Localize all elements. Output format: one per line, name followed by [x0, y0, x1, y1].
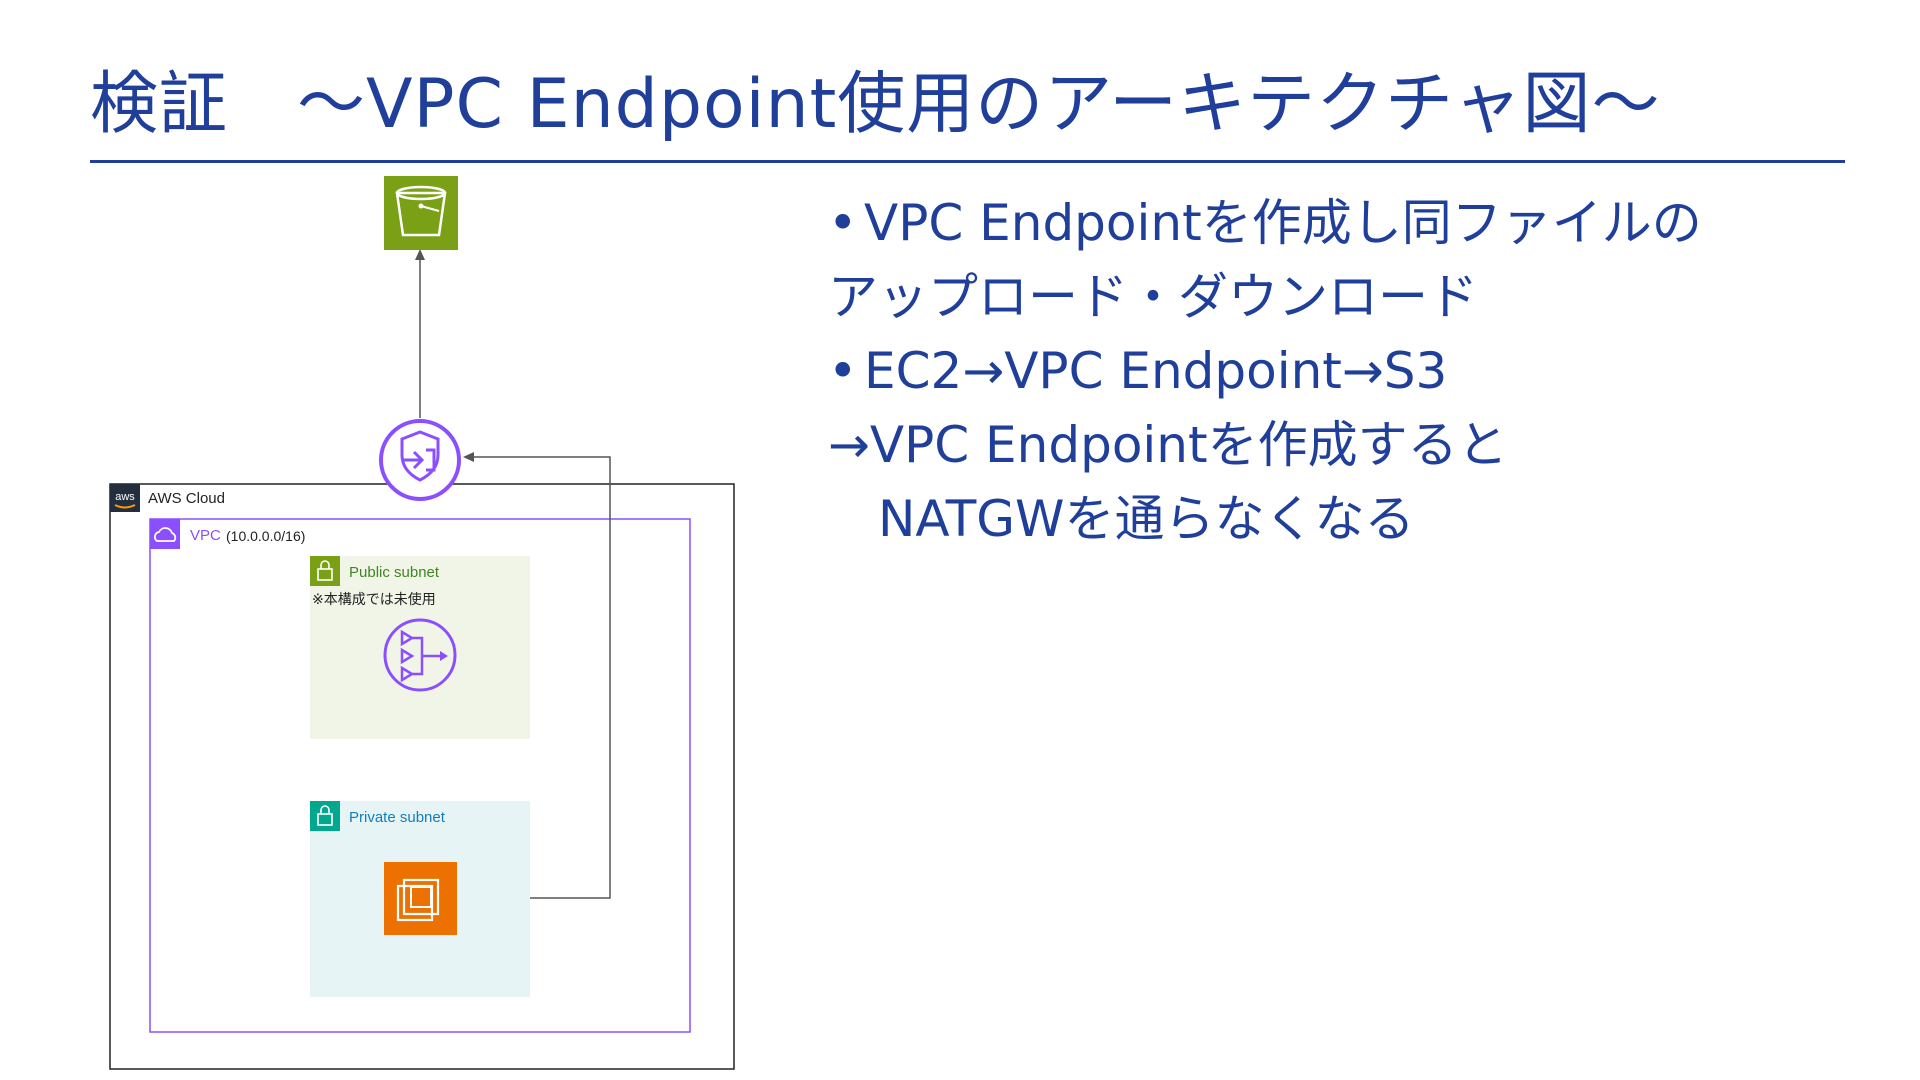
slide-title: 検証 〜VPC Endpoint使用のアーキテクチャ図〜: [90, 65, 1661, 144]
arrowhead: [415, 249, 425, 260]
bullet-item-1-cont: アップロード・ダウンロード: [828, 268, 1478, 326]
bullet-item-2-cont2: NATGWを通らなくなる: [878, 490, 1415, 548]
aws-cloud-label: AWS Cloud: [148, 490, 225, 507]
bullet-text-1: VPC Endpointを作成し同ファイルの: [864, 194, 1702, 252]
bullet-list: •VPC Endpointを作成し同ファイルの アップロード・ダウンロード •E…: [828, 186, 1702, 556]
private-subnet-label: Private subnet: [349, 809, 446, 826]
bullet-item-2: •EC2→VPC Endpoint→S3: [828, 334, 1702, 408]
bullet-text-2: EC2→VPC Endpoint→S3: [864, 342, 1448, 400]
vpc-endpoint-icon: [379, 419, 461, 501]
ec2-instance-icon: [384, 862, 457, 935]
bullet-item-1: •VPC Endpointを作成し同ファイルの: [828, 186, 1702, 260]
public-subnet-box: [310, 556, 530, 739]
bullet-dot: •: [828, 342, 858, 400]
title-divider: [90, 160, 1845, 163]
arrowhead: [463, 452, 474, 462]
vpc-cidr: (10.0.0.0/16): [226, 528, 305, 544]
private-subnet-lock-icon: [310, 801, 340, 831]
vpc-box: [149, 518, 691, 1033]
nat-gateway-icon: [383, 618, 457, 692]
public-subnet-label: Public subnet: [349, 564, 440, 581]
vpc-cloud-icon: [150, 519, 180, 549]
public-subnet-note: ※本構成では未使用: [312, 591, 436, 608]
bullet-item-2-cont: →VPC Endpointを作成すると: [828, 416, 1508, 474]
aws-logo-icon: aws: [110, 484, 140, 512]
aws-logo-text: aws: [115, 491, 135, 503]
bullet-dot: •: [828, 194, 858, 252]
public-subnet-lock-icon: [310, 556, 340, 586]
vpc-label: VPC: [190, 527, 221, 544]
s3-bucket-icon: [384, 176, 458, 250]
ec2-to-endpoint-connector: [472, 456, 611, 899]
